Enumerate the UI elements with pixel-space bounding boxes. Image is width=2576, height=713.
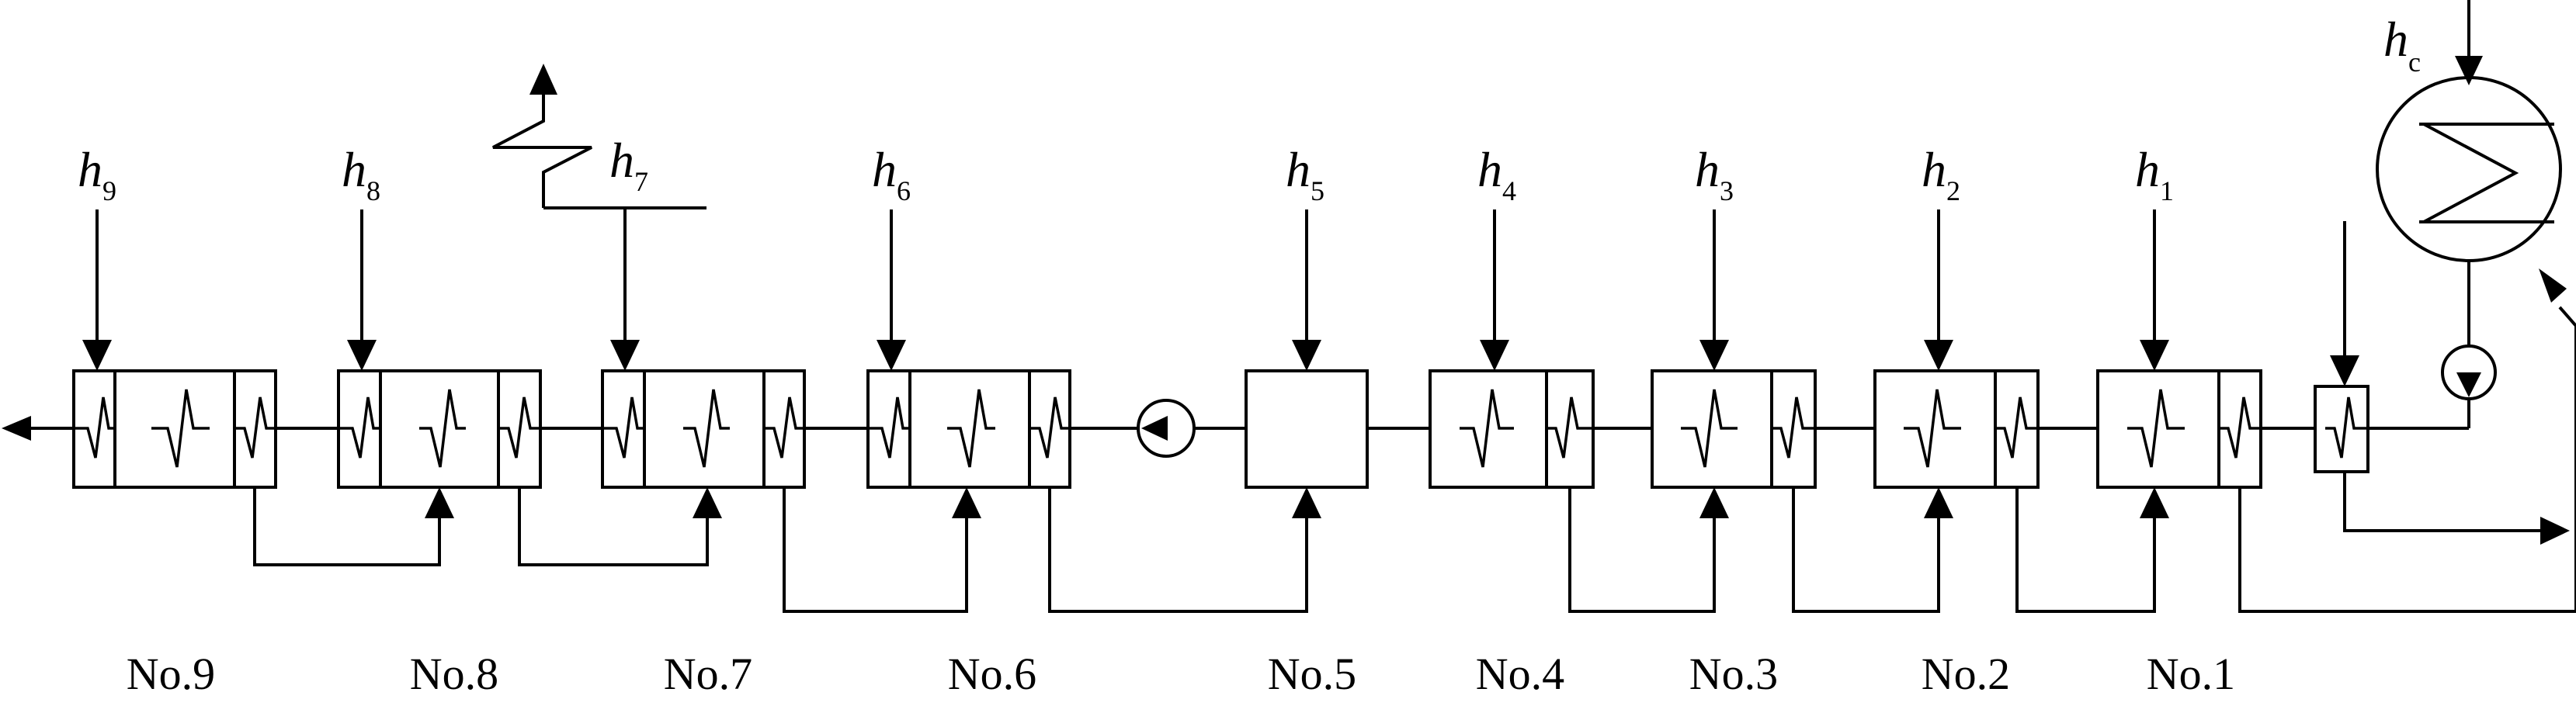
extraction-lines — [95, 209, 2346, 358]
drain-arrows — [425, 268, 2570, 545]
extraction-label-h8: h 8 — [342, 142, 380, 206]
svg-text:9: 9 — [102, 175, 116, 206]
extraction-label-h1: h 1 — [2135, 142, 2174, 206]
heater-label-no5: No.5 — [1268, 649, 1356, 699]
heater-label-no2: No.2 — [1922, 649, 2010, 699]
heater-label-no8: No.8 — [410, 649, 498, 699]
extraction-label-h7: h 7 — [609, 133, 648, 197]
svg-text:7: 7 — [634, 166, 648, 197]
no7-branch-line — [492, 64, 706, 209]
svg-text:h: h — [78, 142, 102, 197]
extraction-label-h4: h 4 — [1477, 142, 1516, 206]
condensate-pump-icon — [2441, 344, 2497, 400]
svg-text:h: h — [2135, 142, 2160, 197]
extraction-label-h3: h 3 — [1695, 142, 1734, 206]
condenser-label-hc: h c — [2383, 12, 2421, 78]
heater-label-no6: No.6 — [948, 649, 1036, 699]
extraction-label-h5: h 5 — [1286, 142, 1324, 206]
extraction-label-h6: h 6 — [872, 142, 911, 206]
svg-text:4: 4 — [1502, 175, 1516, 206]
svg-text:c: c — [2408, 47, 2421, 78]
svg-text:3: 3 — [1720, 175, 1734, 206]
heater-label-no7: No.7 — [664, 649, 752, 699]
svg-text:h: h — [1477, 142, 1502, 197]
svg-text:5: 5 — [1311, 175, 1324, 206]
svg-text:h: h — [2383, 12, 2408, 67]
svg-text:h: h — [342, 142, 366, 197]
drain-lines — [253, 306, 2576, 613]
svg-text:1: 1 — [2160, 175, 2174, 206]
svg-text:h: h — [1286, 142, 1311, 197]
heater-label-no3: No.3 — [1689, 649, 1778, 699]
deaerator-no5 — [1245, 369, 1369, 489]
svg-text:6: 6 — [897, 175, 911, 206]
heater-no2 — [1873, 369, 2040, 489]
svg-text:h: h — [1695, 142, 1720, 197]
heater-no6 — [866, 369, 1071, 489]
outlet-arrow-icon — [2, 416, 31, 441]
svg-text:2: 2 — [1946, 175, 1960, 206]
condenser-inlet — [2455, 0, 2483, 85]
svg-text:h: h — [1922, 142, 1946, 197]
extraction-label-h2: h 2 — [1922, 142, 1960, 206]
extraction-label-h9: h 9 — [78, 142, 116, 206]
feed-pump-icon — [1137, 399, 1196, 458]
heater-label-no1: No.1 — [2147, 649, 2235, 699]
svg-text:h: h — [872, 142, 897, 197]
extraction-arrows — [82, 340, 2359, 386]
svg-text:8: 8 — [366, 175, 380, 206]
heater-label-no4: No.4 — [1476, 649, 1564, 699]
svg-text:h: h — [609, 133, 634, 188]
condenser-icon — [2376, 76, 2562, 262]
tube-zigzags — [74, 389, 2368, 468]
heater-label-no9: No.9 — [127, 649, 215, 699]
